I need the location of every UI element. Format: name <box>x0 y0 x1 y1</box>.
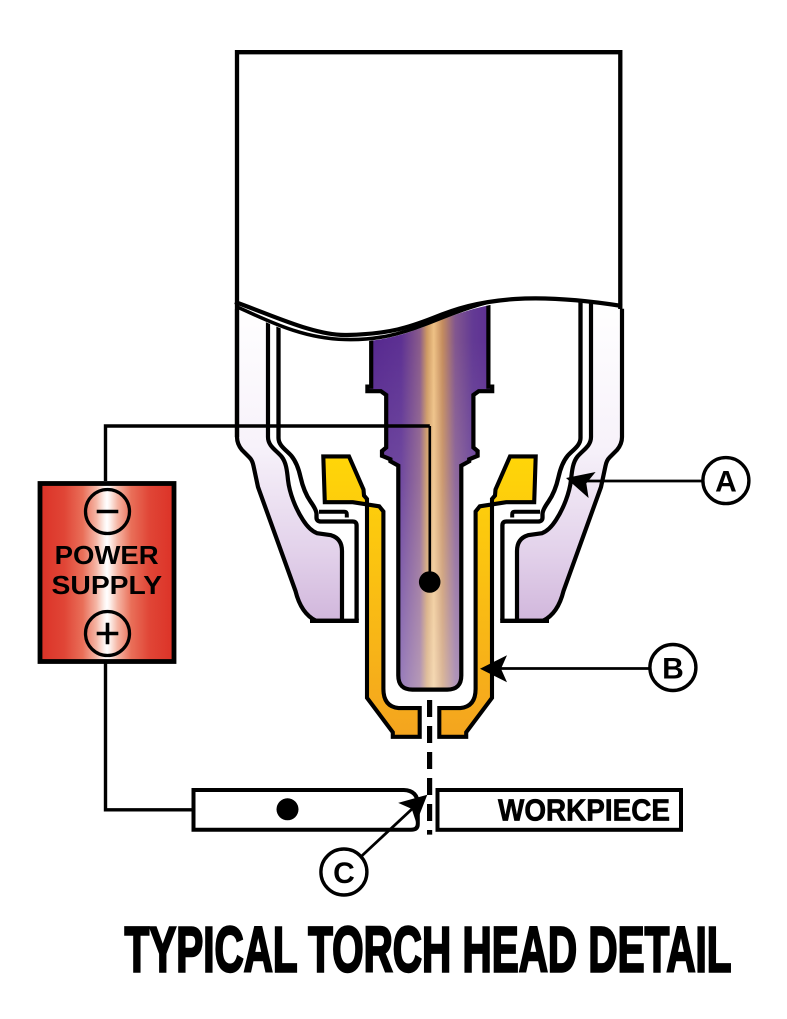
svg-text:TYPICAL TORCH HEAD DETAIL: TYPICAL TORCH HEAD DETAIL <box>125 913 732 985</box>
svg-text:POWER: POWER <box>55 540 159 570</box>
svg-text:C: C <box>333 857 355 890</box>
svg-text:SUPPLY: SUPPLY <box>52 570 163 600</box>
svg-text:B: B <box>662 653 684 686</box>
svg-text:A: A <box>715 466 737 499</box>
svg-text:WORKPIECE: WORKPIECE <box>498 793 670 828</box>
